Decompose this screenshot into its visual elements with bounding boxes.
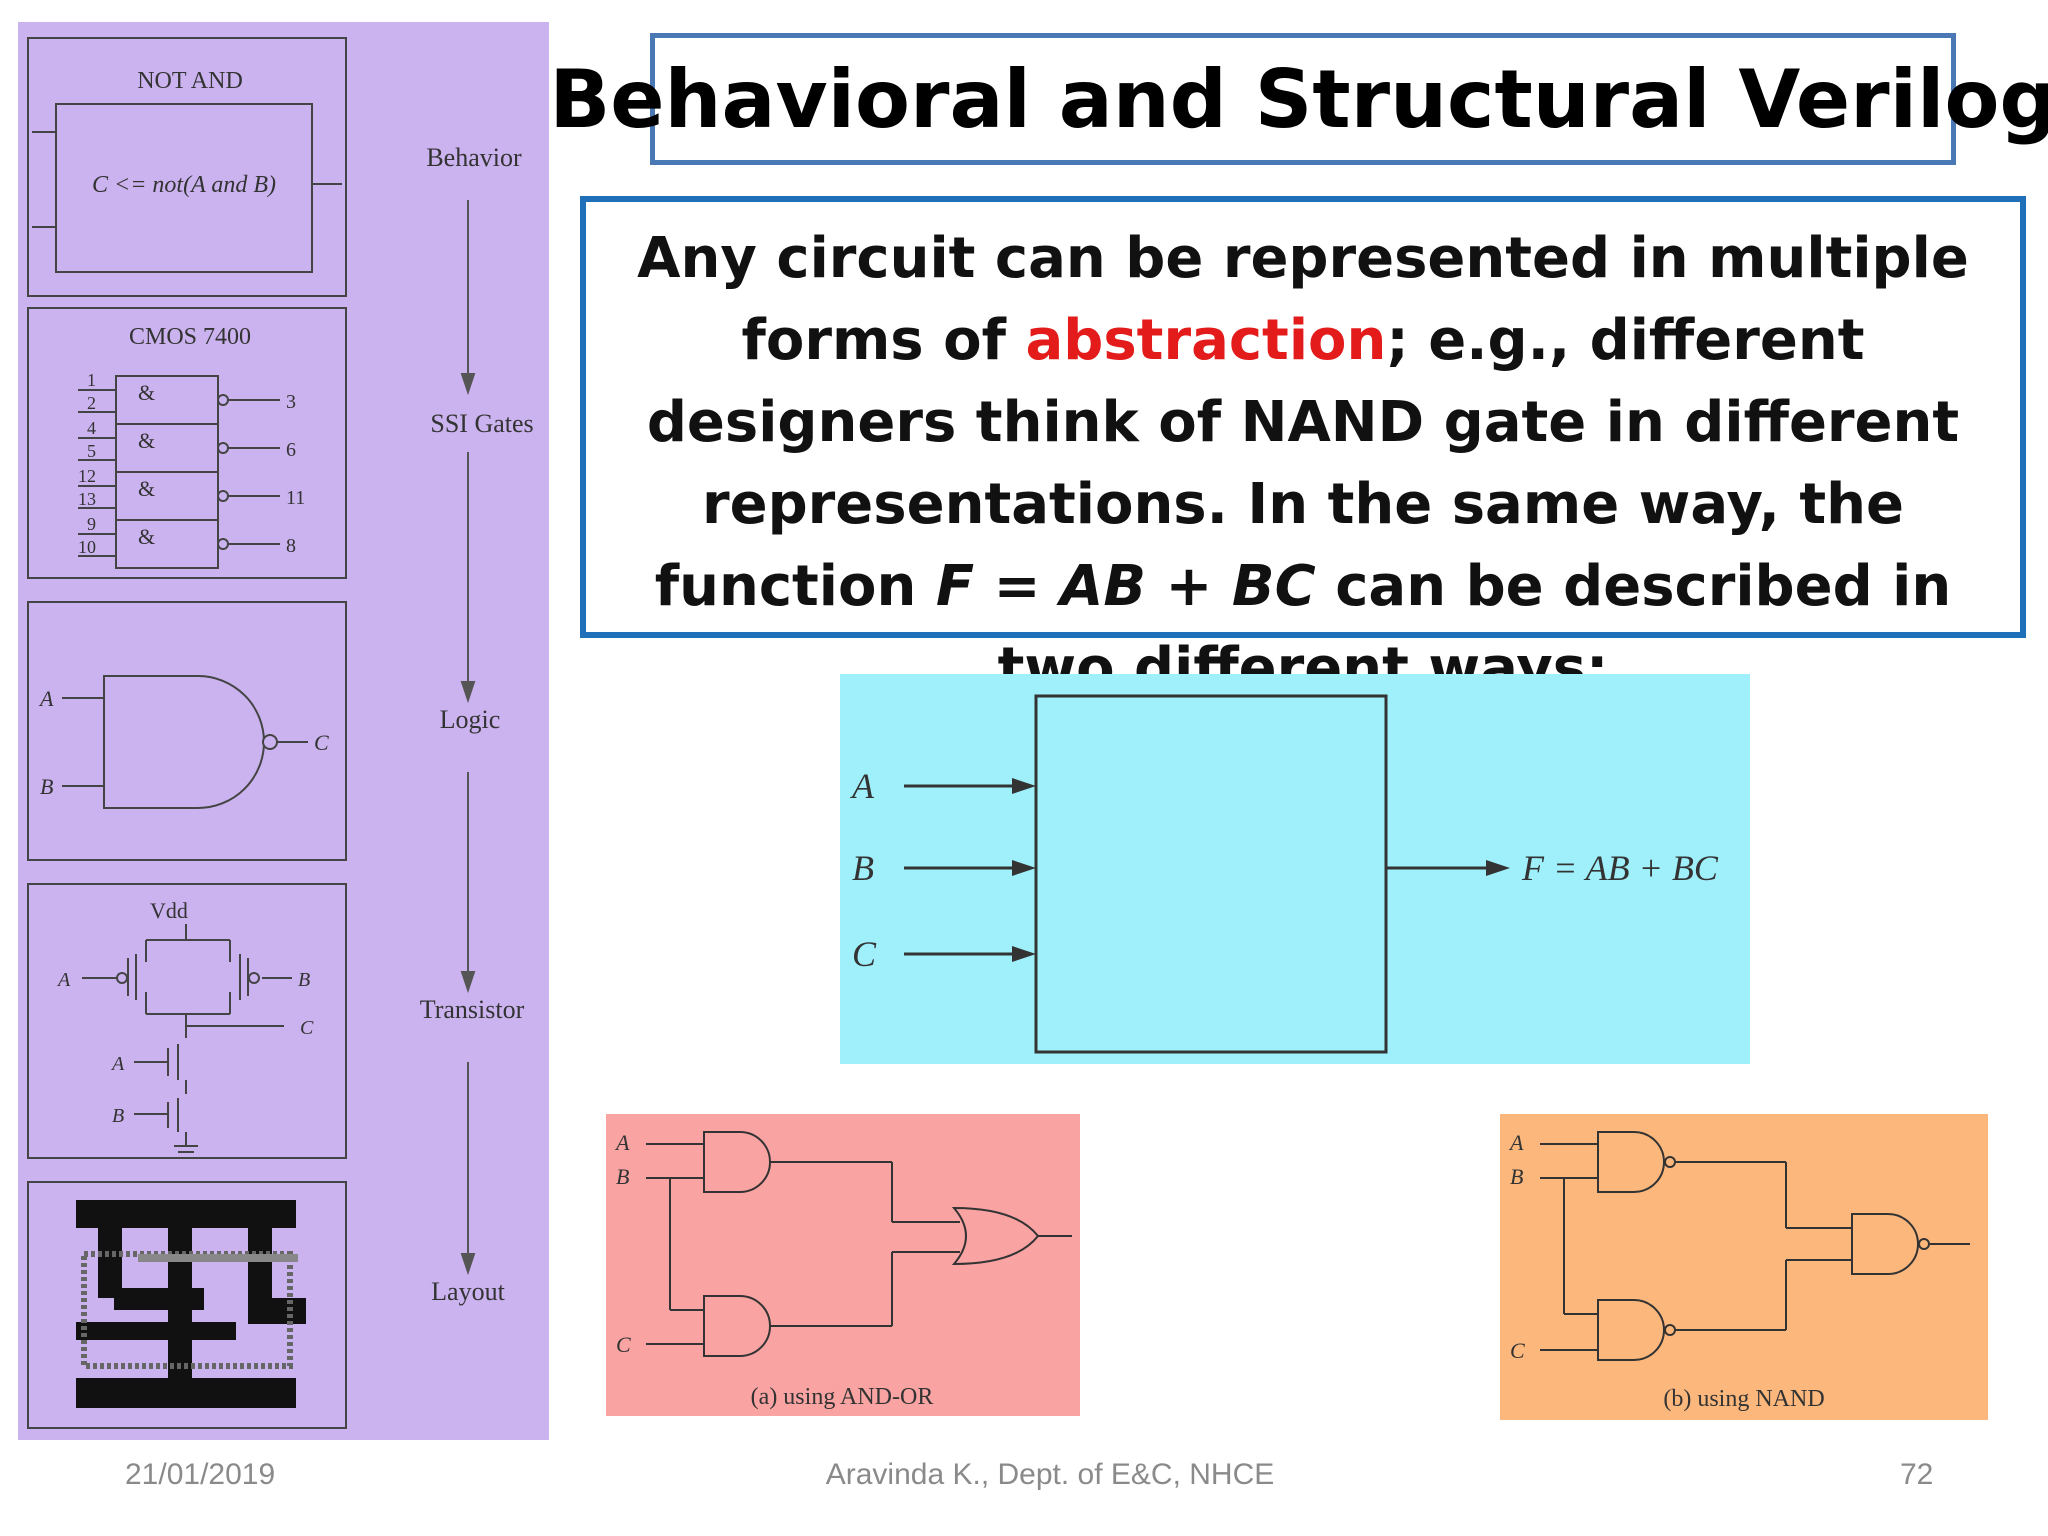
and-gate-top — [703, 1131, 771, 1193]
transistor-label-a-bottom: A — [110, 1053, 125, 1075]
logic-panel: A B C — [27, 601, 347, 861]
and-or-caption: (a) using AND-OR — [751, 1384, 934, 1410]
description-part-1: Any circuit can be represented in multip… — [637, 226, 1969, 373]
nand-input-c: C — [1510, 1338, 1525, 1363]
level-ssi-gates: SSI Gates — [430, 409, 533, 438]
description-part-2: ; e.g., different designers think of NAN… — [646, 308, 1960, 619]
nand-input-b: B — [1510, 1164, 1523, 1189]
pin-right-2: 6 — [286, 439, 296, 461]
transistor-panel: Vdd — [27, 883, 347, 1159]
behavior-panel: NOT AND C <= not(A and B) — [27, 37, 347, 297]
level-logic: Logic — [440, 705, 501, 734]
abstraction-levels-panel: NOT AND C <= not(A and B) CMOS 7400 & & … — [18, 22, 549, 1440]
arrow-f — [1486, 860, 1510, 876]
title-box: Behavioral and Structural Verilog — [549, 33, 2048, 165]
block-input-c: C — [852, 934, 877, 974]
abstraction-levels-figure: NOT AND C <= not(A and B) CMOS 7400 & & … — [27, 37, 534, 1429]
arrow-a — [1012, 778, 1036, 794]
or-gate — [951, 1206, 1040, 1266]
function-block — [1034, 694, 1388, 1054]
gate-symbol-2: & — [138, 428, 155, 453]
pin-left-4: 5 — [87, 441, 96, 461]
pin-left-6: 13 — [78, 489, 96, 509]
level-arrows — [460, 200, 476, 1276]
logic-input-a: A — [38, 686, 54, 711]
pin-right-3: 11 — [286, 487, 305, 509]
and-or-input-a: A — [614, 1130, 630, 1155]
transistor-label-a-top: A — [56, 969, 71, 991]
nand-gate-output — [1851, 1213, 1919, 1275]
nand-gate-top — [1597, 1131, 1665, 1193]
layout-panel — [27, 1181, 347, 1429]
block-output-f: F = AB + BC — [1521, 848, 1719, 888]
transistor-label-b-top: B — [298, 969, 310, 991]
cmos-title: CMOS 7400 — [129, 324, 251, 350]
gate-symbol-4: & — [138, 524, 155, 549]
level-layout: Layout — [431, 1277, 505, 1306]
transistor-label-b-bottom: B — [112, 1105, 124, 1127]
pin-left-8: 10 — [78, 537, 96, 557]
ssi-gates-panel: CMOS 7400 & & & & 1 2 — [27, 307, 347, 579]
slide-title: Behavioral and Structural Verilog — [549, 52, 2048, 146]
level-transistor: Transistor — [420, 995, 525, 1024]
arrow-c — [1012, 946, 1036, 962]
transistor-label-c: C — [300, 1017, 314, 1039]
pin-left-2: 2 — [87, 393, 96, 413]
and-or-input-b: B — [616, 1164, 629, 1189]
and-or-diagram: A B C (a) using AND-OR — [606, 1114, 1080, 1416]
nand-gate-bottom — [1597, 1299, 1665, 1361]
pin-left-3: 4 — [87, 418, 96, 438]
gate-symbol-3: & — [138, 476, 155, 501]
gate-symbol-1: & — [138, 380, 155, 405]
and-gate-bottom — [703, 1295, 771, 1357]
nand-diagram: A B C (b) using NAND — [1500, 1114, 1988, 1420]
pin-left-5: 12 — [78, 466, 96, 486]
arrow-b — [1012, 860, 1036, 876]
footer-date: 21/01/2019 — [125, 1458, 276, 1491]
footer-page-number: 72 — [1900, 1458, 1934, 1491]
nand-caption: (b) using NAND — [1663, 1386, 1824, 1412]
block-diagram: A B C F = AB + BC — [840, 674, 1750, 1064]
logic-output-c: C — [314, 730, 329, 755]
block-input-b: B — [852, 848, 874, 888]
pin-left-7: 9 — [87, 514, 96, 534]
footer-author: Aravinda K., Dept. of E&C, NHCE — [825, 1458, 1275, 1491]
pin-right-4: 8 — [286, 535, 296, 557]
nand-input-a: A — [1508, 1130, 1524, 1155]
block-input-a: A — [850, 766, 875, 806]
not-and-title: NOT AND — [137, 68, 243, 94]
vdd-label: Vdd — [150, 898, 188, 923]
logic-input-b: B — [40, 774, 53, 799]
behavior-code: C <= not(A and B) — [92, 172, 276, 198]
and-or-input-c: C — [616, 1332, 631, 1357]
level-behavior: Behavior — [426, 143, 522, 172]
abstraction-highlight: abstraction — [1025, 308, 1387, 373]
function-formula: F = AB + BC — [935, 554, 1316, 619]
pin-left-1: 1 — [87, 370, 96, 390]
description-box: Any circuit can be represented in multip… — [580, 196, 2026, 701]
pin-right-1: 3 — [286, 391, 296, 413]
